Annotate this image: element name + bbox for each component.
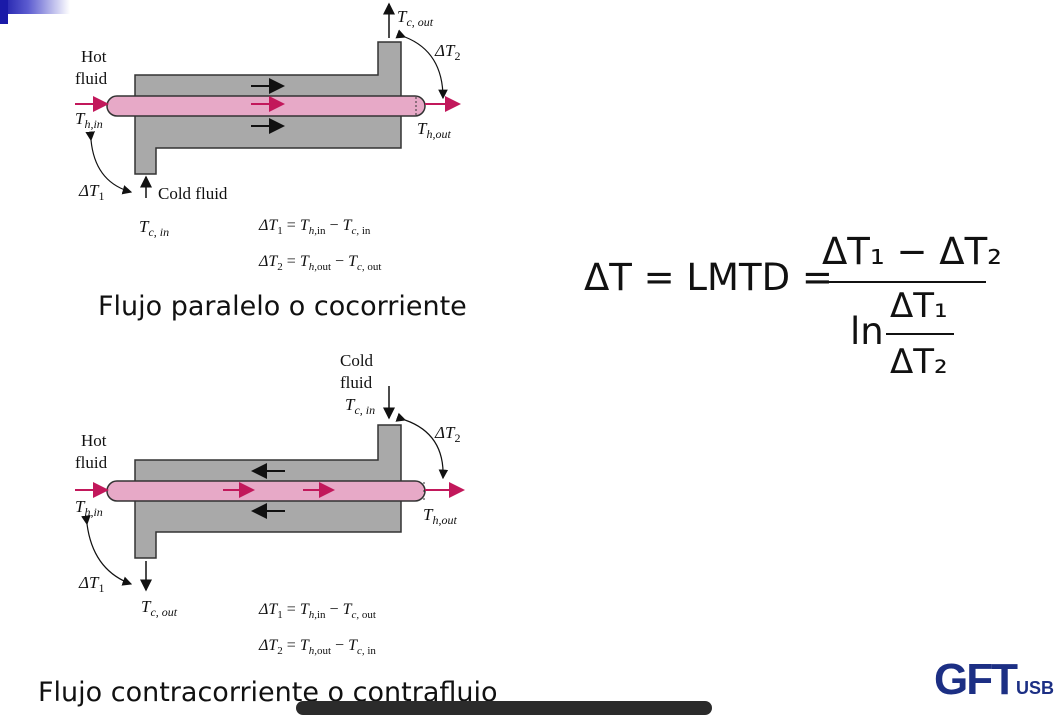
ln-numerator: ΔT₁ [890,286,948,326]
cold-fluid-label: fluid [340,373,373,392]
delta-t2-equation: ΔT2 = Th,out − Tc, in [258,637,376,657]
t-c-in-label: Tc, in [139,217,169,239]
delta-t1-label: ΔT1 [78,181,104,203]
lmtd-lhs: ΔT = LMTD = [584,256,833,299]
inner-pipe [106,480,426,502]
delta-t1-equation: ΔT1 = Th,in − Tc, out [258,601,376,621]
t-c-in-label: Tc, in [345,395,375,417]
hot-fluid-label: fluid [75,69,108,88]
t-h-in-label: Th,in [75,109,103,131]
delta-t2-label: ΔT2 [434,423,460,445]
lmtd-numerator: ΔT₁ − ΔT₂ [822,230,1003,273]
hot-fluid-label: Hot [81,431,107,450]
gft-usb-logo: GFTUSB [934,655,1054,704]
t-h-out-label: Th,out [423,505,457,527]
cold-fluid-label: Cold [340,351,374,370]
parallel-flow-diagram: Hot fluid Th,in Tc, out ΔT2 Th,out ΔT1 C… [73,0,467,282]
t-h-in-label: Th,in [75,497,103,519]
counter-flow-diagram: Cold fluid Tc, in ΔT2 Hot fluid Th,in Th… [73,330,467,668]
inner-pipe [106,95,426,117]
delta-t1-equation: ΔT1 = Th,in − Tc, in [258,217,371,237]
hot-fluid-label: Hot [81,47,107,66]
inner-fraction-bar [886,333,954,335]
t-c-out-label: Tc, out [141,597,178,619]
delta-t1-label: ΔT1 [78,573,104,595]
t-h-out-label: Th,out [417,119,451,141]
hot-fluid-label: fluid [75,453,108,472]
presentation-control-bar [296,701,712,715]
parallel-flow-caption: Flujo paralelo o cocorriente [98,291,467,322]
fraction-bar [818,281,986,283]
slide-corner-mark [0,0,8,24]
delta-t2-equation: ΔT2 = Th,out − Tc, out [258,253,381,273]
delta-t2-label: ΔT2 [434,41,460,63]
t-c-out-label: Tc, out [397,7,434,29]
ln-label: ln [850,310,884,353]
cold-fluid-label: Cold fluid [158,184,228,203]
slide-corner-decoration [0,0,70,14]
ln-denominator: ΔT₂ [890,342,948,382]
